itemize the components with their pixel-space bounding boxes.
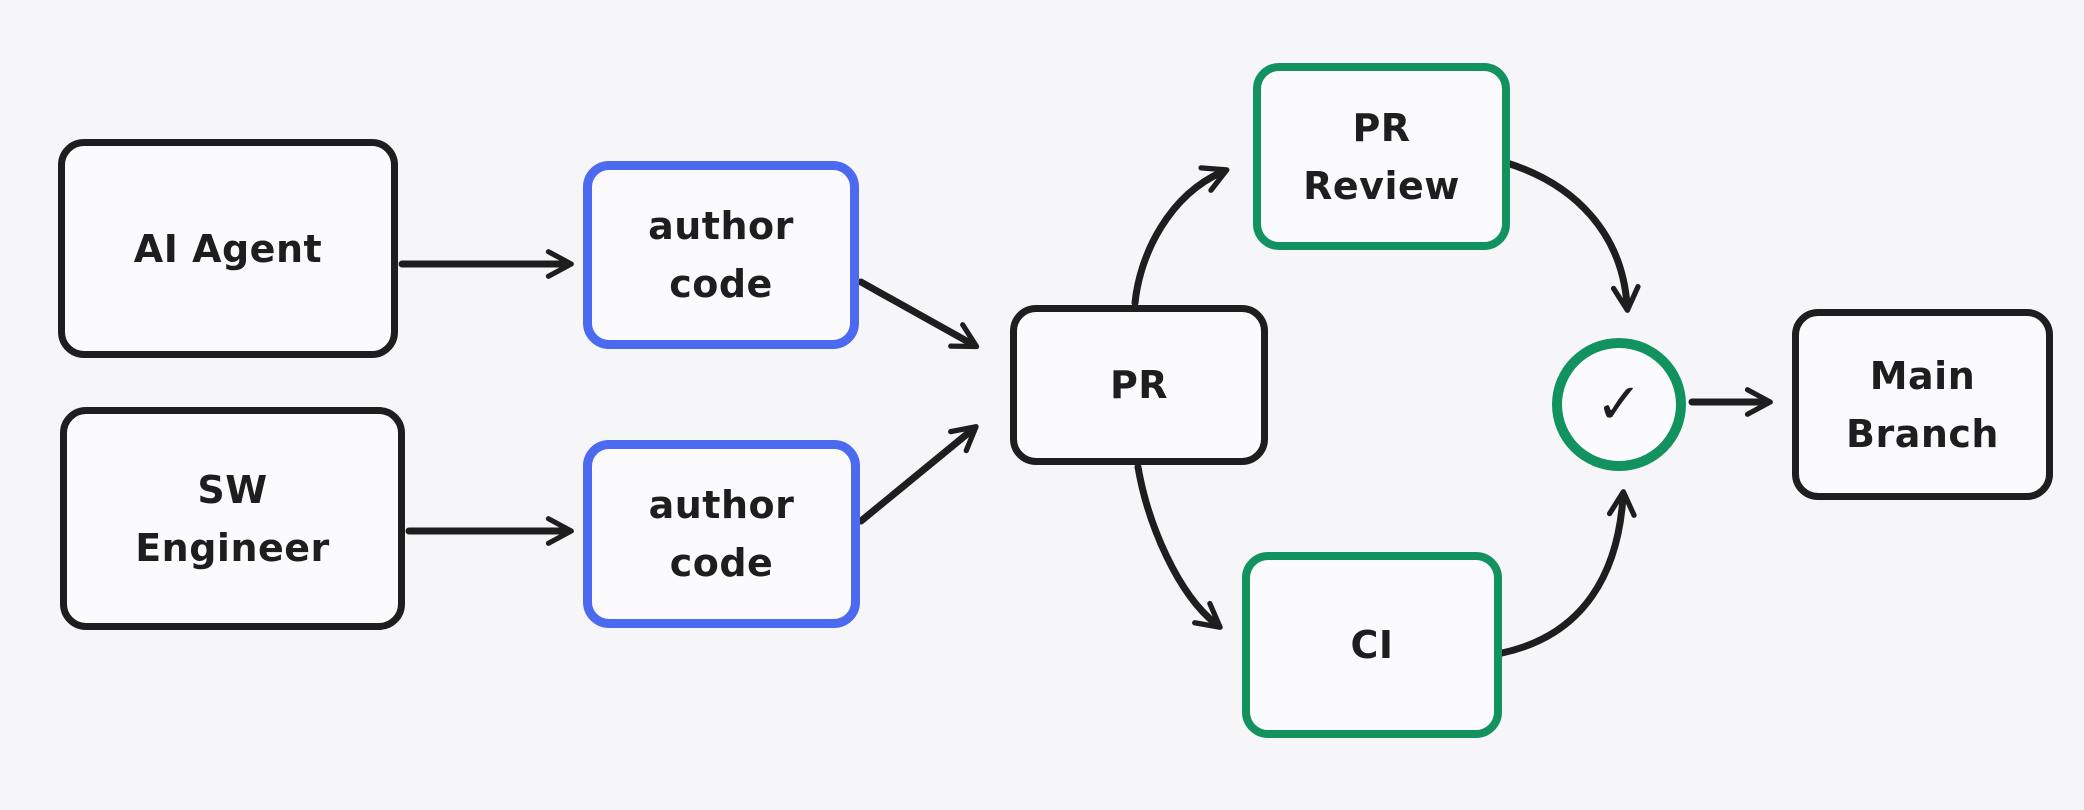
arrow-pr-to-ci [1134,463,1223,630]
node-sw-engineer: SW Engineer [60,407,405,630]
arrow-author-code-top-to-pr [857,278,980,350]
arrow-pr-review-to-check [1503,159,1641,313]
arrow-author-code-bottom-to-pr [857,424,979,525]
arrow-pr-to-pr-review [1131,165,1230,307]
node-ai-agent: AI Agent [58,139,398,358]
node-main-branch: Main Branch [1792,309,2053,500]
node-pr-review: PR Review [1253,63,1510,250]
check-icon: ✓ [1595,372,1643,437]
node-pr: PR [1010,305,1268,465]
node-author-code-bottom: author code [583,440,860,628]
node-ci: CI [1242,552,1502,738]
node-author-code-top: author code [583,161,859,349]
approval-node: ✓ [1552,338,1686,471]
arrow-ci-to-check [1498,489,1637,657]
